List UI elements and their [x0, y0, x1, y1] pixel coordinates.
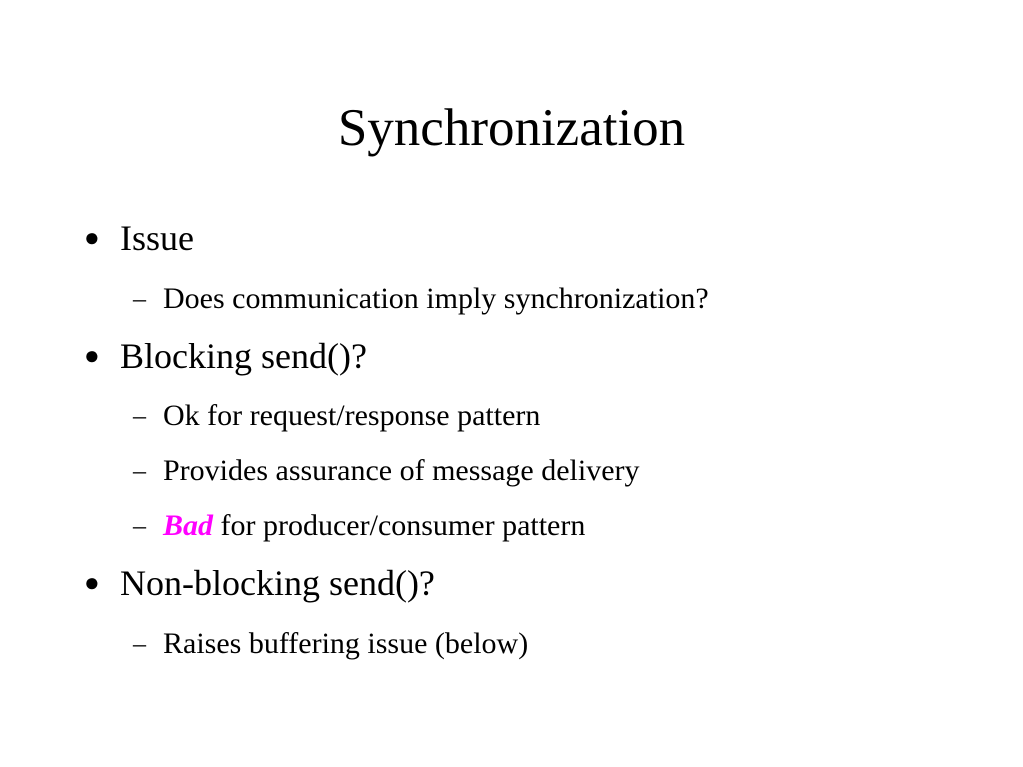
emphasized-word: Bad [163, 509, 214, 542]
bullet-item: ● Non-blocking send()? [84, 561, 435, 605]
sub-bullet-item: – Raises buffering issue (below) [133, 625, 529, 663]
bullet-text: Non-blocking send()? [120, 563, 435, 603]
bullet-item: ● Issue [84, 216, 194, 260]
sub-bullet-text: Ok for request/response pattern [163, 399, 541, 432]
sub-bullet-item: – Bad for producer/consumer pattern [133, 507, 586, 545]
sub-bullet-text: Raises buffering issue (below) [163, 627, 529, 660]
slide-title: Synchronization [337, 99, 686, 157]
bullet-dot-icon: ● [84, 223, 100, 252]
dash-icon: – [133, 511, 146, 540]
dash-icon: – [133, 401, 146, 430]
bullet-item: ● Blocking send()? [84, 334, 367, 378]
dash-icon: – [133, 629, 146, 658]
sub-bullet-text: Provides assurance of message delivery [163, 454, 640, 487]
dash-icon: – [133, 456, 146, 485]
sub-bullet-text: for producer/consumer pattern [213, 509, 586, 542]
sub-bullet-text: Does communication imply synchronization… [163, 282, 709, 315]
sub-bullet-item: – Does communication imply synchronizati… [133, 280, 709, 318]
sub-bullet-item: – Provides assurance of message delivery [133, 452, 640, 490]
bullet-text: Blocking send()? [120, 336, 367, 376]
bullet-dot-icon: ● [84, 341, 100, 370]
sub-bullet-item: – Ok for request/response pattern [133, 397, 541, 435]
dash-icon: – [133, 284, 146, 313]
bullet-text: Issue [120, 218, 194, 258]
bullet-dot-icon: ● [84, 568, 100, 597]
